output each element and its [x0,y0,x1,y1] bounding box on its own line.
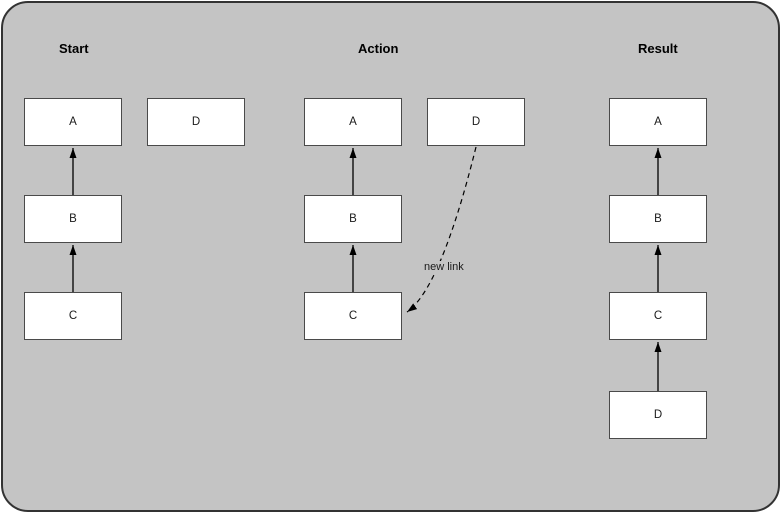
node-result-c: C [609,292,707,340]
node-result-b: B [609,195,707,243]
node-result-a: A [609,98,707,146]
node-action-c: C [304,292,402,340]
node-start-b: B [24,195,122,243]
node-start-c: C [24,292,122,340]
node-action-b: B [304,195,402,243]
node-action-a: A [304,98,402,146]
node-result-d: D [609,391,707,439]
node-start-a: A [24,98,122,146]
panel-title-start: Start [59,41,89,56]
node-start-d: D [147,98,245,146]
panel-title-result: Result [638,41,678,56]
new-link-label: new link [422,261,466,273]
panel-title-action: Action [358,41,399,56]
node-action-d: D [427,98,525,146]
